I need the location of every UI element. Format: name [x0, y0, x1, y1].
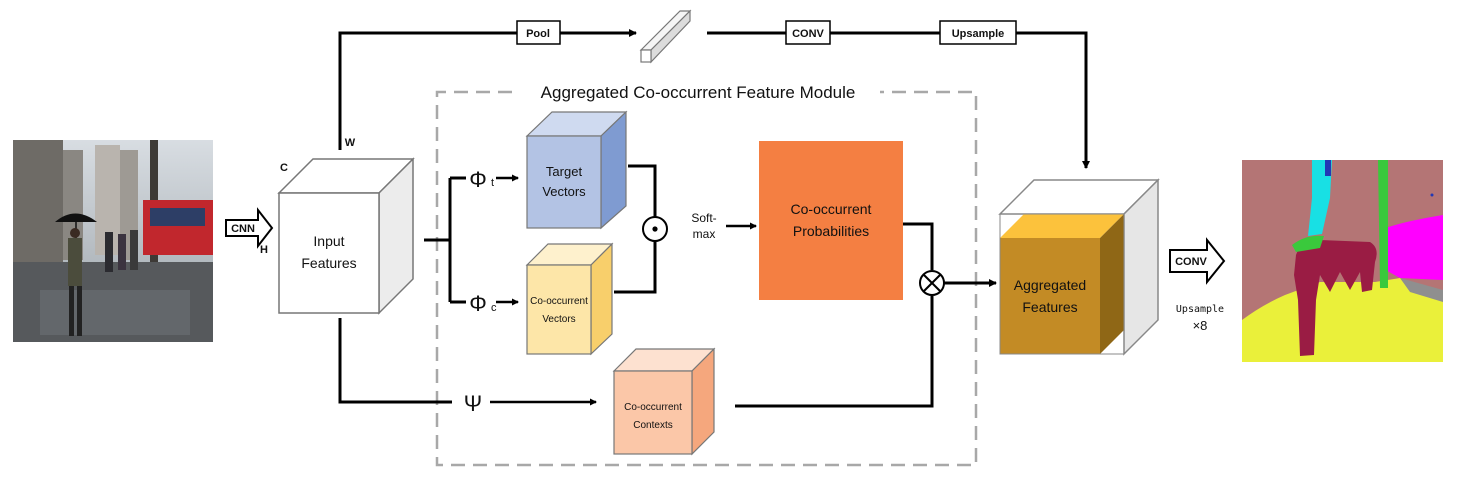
aggregated-features-cube: Aggregated Features: [998, 178, 1160, 356]
upsample-right-label: Upsample: [1176, 304, 1224, 315]
psi-path: [338, 318, 597, 406]
input-image: [13, 140, 213, 342]
dim-h-label: H: [260, 244, 268, 256]
dim-c-label: C: [280, 162, 288, 174]
input-features-cube: Input Features: [277, 157, 415, 315]
phi-c-symbol: Φ: [469, 291, 487, 316]
conv-right-label: CONV: [1175, 256, 1207, 268]
softmax-label-2: max: [693, 227, 716, 241]
agg-label-2: Features: [1022, 299, 1077, 315]
cov-label-1: Co-occurrent: [530, 296, 588, 307]
target-label-2: Vectors: [542, 184, 586, 199]
segmentation-output: [1242, 160, 1443, 362]
phi-t-symbol: Φ: [469, 167, 487, 192]
agg-label-1: Aggregated: [1014, 277, 1086, 293]
cnn-arrow: CNN: [225, 207, 274, 249]
multiply-operator: [735, 222, 997, 408]
dot-product-operator: [614, 164, 668, 294]
pool-path: Pool: [338, 20, 637, 150]
cnn-label: CNN: [231, 223, 255, 235]
module-border: Aggregated Co-occurrent Feature Module: [435, 83, 978, 467]
upsample-top-label: Upsample: [952, 28, 1005, 40]
ctx-label-2: Contexts: [633, 420, 672, 431]
target-label-1: Target: [546, 164, 583, 179]
input-label-1: Input: [313, 233, 344, 249]
output-conv-arrow: CONV: [1169, 237, 1226, 285]
conv-upsample-path: CONV Upsample: [707, 20, 1090, 169]
module-title: Aggregated Co-occurrent Feature Module: [541, 83, 856, 102]
cov-label-2: Vectors: [542, 314, 575, 325]
cooccurrent-probabilities-block: Co-occurrent Probabilities: [759, 141, 903, 300]
prob-label-2: Probabilities: [793, 223, 869, 239]
upsample-factor-label: ×8: [1193, 318, 1208, 333]
psi-symbol: Ψ: [464, 391, 482, 416]
phi-t-subscript: t: [491, 177, 494, 189]
conv-top-label: CONV: [792, 28, 824, 40]
dim-w-label: W: [345, 137, 356, 149]
ctx-label-1: Co-occurrent: [624, 402, 682, 413]
target-vectors-cube: Target Vectors: [525, 110, 628, 230]
pooled-feature-prism: [639, 9, 692, 64]
cooccurrent-vectors-cube: Co-occurrent Vectors: [525, 242, 614, 356]
input-label-2: Features: [301, 255, 356, 271]
cooccurrent-contexts-cube: Co-occurrent Contexts: [612, 347, 716, 456]
pool-label: Pool: [526, 28, 550, 40]
phi-c-subscript: c: [491, 302, 497, 314]
prob-label-1: Co-occurrent: [791, 201, 872, 217]
softmax-label-1: Soft-: [691, 211, 716, 225]
branch-lines: [424, 174, 519, 306]
